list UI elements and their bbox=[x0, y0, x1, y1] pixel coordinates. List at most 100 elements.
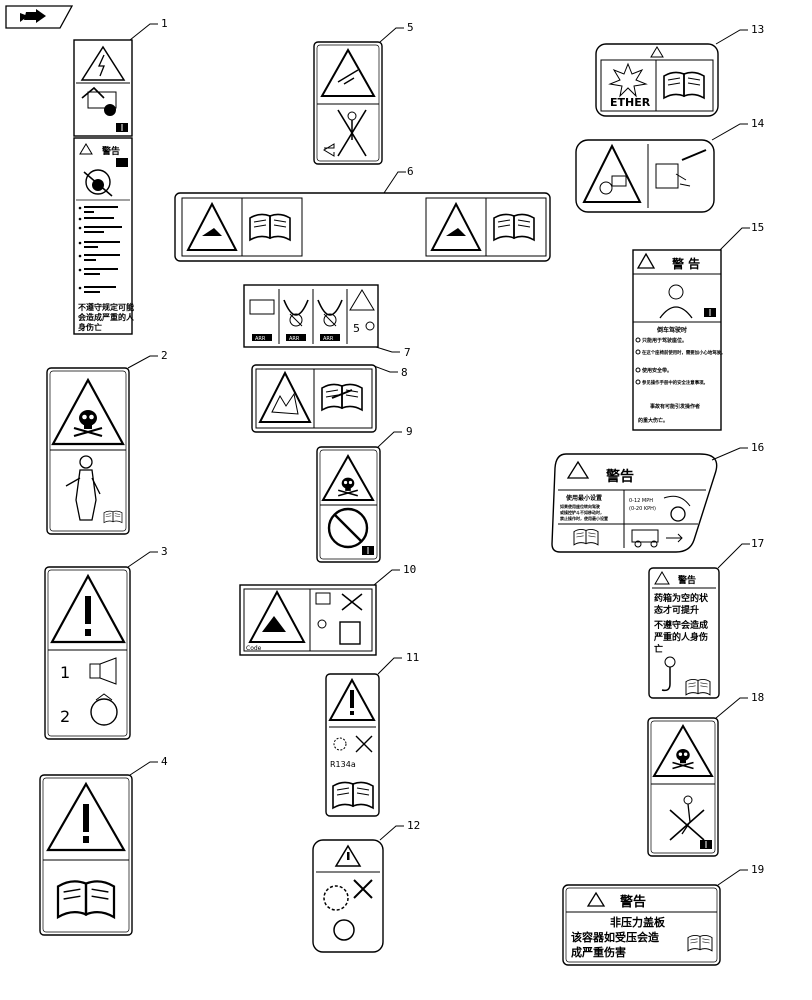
decal-16-header: 警告 bbox=[606, 468, 634, 485]
decal-16-left-title: 使用最小设置 bbox=[565, 494, 602, 502]
decal-11-refrigerant: R134a bbox=[330, 760, 356, 769]
svg-text:12: 12 bbox=[407, 819, 420, 832]
callout-7: 7 bbox=[375, 346, 411, 359]
svg-text:2: 2 bbox=[161, 349, 168, 362]
decal-8 bbox=[251, 364, 377, 433]
decal-17-line-2: 态才可提升 bbox=[654, 604, 699, 616]
svg-text:13: 13 bbox=[751, 23, 764, 36]
decal-17-line-5: 亡 bbox=[654, 643, 663, 655]
decal-7: ARR ARR ARR 5 bbox=[243, 284, 379, 348]
callout-17: 17 bbox=[717, 537, 764, 569]
svg-text:11: 11 bbox=[406, 651, 419, 664]
decal-11: R134a bbox=[325, 673, 380, 817]
svg-text:8: 8 bbox=[401, 366, 408, 379]
svg-text:10: 10 bbox=[403, 563, 416, 576]
decal-16-left-text-3: 禁止操作时，使用最小设置 bbox=[559, 515, 608, 521]
decal-5 bbox=[313, 41, 383, 165]
decal-1-line-1: 不遵守规定可能 bbox=[78, 302, 134, 312]
decal-16-speed-2: (0-20 KPH) bbox=[629, 506, 656, 512]
svg-text:9: 9 bbox=[406, 425, 413, 438]
decal-15-item-4: 参见操作手册中的安全注意事项。 bbox=[642, 379, 708, 386]
decal-10: Code bbox=[239, 584, 377, 656]
svg-text:16: 16 bbox=[751, 441, 764, 454]
decal-17: 警告 药箱为空的状 态才可提升 不遵守会造成 严重的人身伤 亡 bbox=[648, 567, 720, 699]
decal-15-item-2: 在这个座椅前使用时，需要加小心地驾驶。 bbox=[642, 349, 725, 356]
decal-19: 警告 非压力盖板 该容器如受压会造 成严重伤害 bbox=[562, 884, 721, 966]
callout-4: 4 bbox=[129, 755, 168, 776]
decal-18 bbox=[647, 717, 719, 857]
decal-12 bbox=[312, 839, 384, 953]
manual-icon bbox=[699, 839, 713, 850]
decal-1-line-3: 身伤亡 bbox=[78, 322, 102, 332]
callout-1: 1 bbox=[129, 17, 168, 41]
decal-16-left-text-2: 或操控铲斗不如移动时， bbox=[560, 509, 604, 515]
callout-8: 8 bbox=[373, 365, 408, 379]
callout-14: 14 bbox=[711, 117, 765, 141]
svg-text:18: 18 bbox=[751, 691, 764, 704]
decal-16: 警告 使用最小设置 如果使用座位转向驾驶 或操控铲斗不如移动时， 禁止操作时，使… bbox=[551, 453, 718, 553]
decal-7-label-1: ARR bbox=[255, 336, 266, 342]
callout-15: 15 bbox=[719, 221, 764, 251]
callout-2: 2 bbox=[127, 349, 168, 369]
svg-text:3: 3 bbox=[161, 545, 168, 558]
decal-17-line-1: 药箱为空的状 bbox=[654, 592, 709, 604]
horn-icon bbox=[89, 657, 117, 685]
decal-3-step-1: 1 bbox=[60, 663, 70, 682]
decal-9 bbox=[316, 446, 381, 563]
svg-text:17: 17 bbox=[751, 537, 764, 550]
decal-15: 警 告 倒车驾驶时 只能用于驾驶座位。 在这个座椅前使用时，需要加小心地驾驶。 … bbox=[632, 249, 725, 431]
callout-5: 5 bbox=[379, 21, 414, 43]
decal-19-line-1: 非压力盖板 bbox=[610, 915, 666, 929]
decal-6 bbox=[174, 192, 551, 262]
callout-3: 3 bbox=[127, 545, 168, 568]
decal-19-line-3: 成严重伤害 bbox=[571, 945, 626, 959]
decal-16-speed-1: 0-12 MPH bbox=[629, 498, 653, 504]
decal-4 bbox=[39, 774, 133, 936]
callout-6: 6 bbox=[383, 165, 414, 194]
callout-10: 10 bbox=[373, 563, 416, 586]
decal-15-item-3: 使用安全带。 bbox=[641, 367, 672, 374]
svg-text:4: 4 bbox=[161, 755, 168, 768]
svg-text:14: 14 bbox=[751, 117, 765, 130]
decal-14 bbox=[575, 139, 715, 213]
callout-18: 18 bbox=[715, 691, 764, 719]
decal-1: 警告 不遵守规定可能 会造成严重的人 身伤亡 bbox=[73, 39, 135, 335]
callout-9: 9 bbox=[377, 425, 413, 448]
decal-2 bbox=[46, 367, 130, 535]
svg-text:19: 19 bbox=[751, 863, 764, 876]
decal-3: 1 2 bbox=[44, 566, 131, 740]
decal-7-label-3: ARR bbox=[323, 336, 334, 342]
callout-16: 16 bbox=[711, 441, 764, 461]
decal-13: ETHER bbox=[595, 43, 719, 117]
decal-17-line-3: 不遵守会造成 bbox=[654, 619, 708, 631]
svg-text:1: 1 bbox=[161, 17, 168, 30]
decal-19-header: 警告 bbox=[620, 894, 646, 910]
manual-icon bbox=[361, 545, 375, 556]
decal-1-bullets bbox=[78, 206, 122, 293]
decal-3-step-2: 2 bbox=[60, 707, 70, 726]
decal-1-line-2: 会造成严重的人 bbox=[78, 312, 135, 322]
decal-10-code-label: Code bbox=[246, 645, 262, 652]
callout-13: 13 bbox=[715, 23, 764, 45]
decal-17-header: 警告 bbox=[678, 574, 696, 586]
decal-15-header: 警 告 bbox=[671, 256, 700, 271]
manual-icon bbox=[115, 122, 129, 133]
callout-11: 11 bbox=[377, 651, 419, 675]
svg-text:7: 7 bbox=[404, 346, 411, 359]
decal-7-side-number: 5 bbox=[353, 322, 360, 335]
decal-7-label-2: ARR bbox=[289, 336, 300, 342]
decal-15-item-1: 只能用于驾驶座位。 bbox=[642, 337, 687, 344]
svg-text:5: 5 bbox=[407, 21, 414, 34]
decal-15-footer-1: 事故有可能引发操作者 bbox=[650, 403, 700, 410]
decal-19-line-2: 该容器如受压会造 bbox=[571, 930, 660, 944]
svg-text:6: 6 bbox=[407, 165, 414, 178]
decal-17-line-4: 严重的人身伤 bbox=[653, 631, 708, 643]
engine-start-icon bbox=[90, 693, 118, 726]
svg-text:15: 15 bbox=[751, 221, 764, 234]
decal-16-left-text-1: 如果使用座位转向驾驶 bbox=[560, 503, 600, 509]
callout-12: 12 bbox=[379, 819, 420, 841]
back-arrow-icon[interactable] bbox=[5, 5, 74, 29]
decal-13-ether: ETHER bbox=[610, 96, 651, 109]
decal-1-header: 警告 bbox=[102, 145, 120, 157]
